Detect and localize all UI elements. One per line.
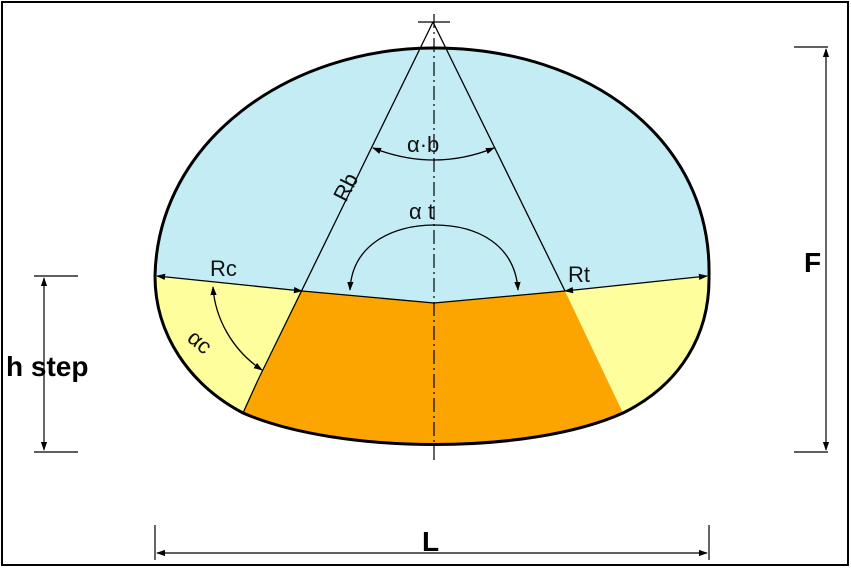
inner-line-right bbox=[433, 290, 566, 304]
alpha-t-arc bbox=[347, 224, 521, 291]
rc-radius-line bbox=[156, 273, 303, 294]
radius-line-left bbox=[257, 21, 434, 381]
label-rc: Rc bbox=[210, 256, 237, 281]
label-rt: Rt bbox=[568, 262, 590, 287]
label-l: L bbox=[422, 526, 439, 557]
upper-vault-region bbox=[155, 48, 710, 303]
bottom-invert-region bbox=[243, 291, 623, 445]
rt-radius-line bbox=[564, 273, 708, 294]
radius-line-right bbox=[432, 21, 566, 292]
label-alpha-t: α t bbox=[409, 199, 434, 224]
label-alpha-b: α·b bbox=[407, 132, 439, 157]
inner-line-left bbox=[301, 290, 435, 304]
alpha-b-arc bbox=[372, 147, 495, 161]
label-f: F bbox=[804, 247, 821, 278]
label-h-step: h step bbox=[6, 351, 88, 382]
radius-line-left-lower bbox=[242, 379, 259, 414]
alpha-c-arc bbox=[210, 286, 263, 371]
right-side-region bbox=[565, 276, 710, 413]
